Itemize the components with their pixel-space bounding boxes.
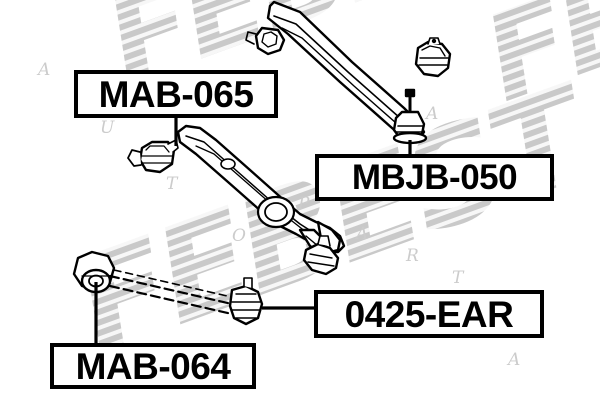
- leader-lines: [94, 118, 412, 343]
- ball-joint-illustration: [392, 88, 428, 145]
- callout-box-mbjb-050[interactable]: MBJB-050: [315, 154, 554, 201]
- callout-label-mbjb-050: MBJB-050: [351, 158, 518, 197]
- arm-bushing-065-illustration: [127, 139, 179, 174]
- stabilizer-link-illustration: [72, 250, 264, 326]
- callout-box-mab-064[interactable]: MAB-064: [50, 343, 256, 389]
- callout-label-mab-065: MAB-065: [98, 73, 254, 115]
- lower-control-arm-illustration: [176, 124, 346, 254]
- callout-label-mab-064: MAB-064: [75, 345, 231, 387]
- callout-box-0425-ear[interactable]: 0425-EAR: [314, 290, 544, 338]
- callout-label-0425-ear: 0425-EAR: [344, 293, 514, 335]
- ball-joint-boot-illustration: [414, 37, 452, 78]
- callout-box-mab-065[interactable]: MAB-065: [74, 70, 278, 118]
- tie-rod-end-detail-illustration: [302, 235, 340, 276]
